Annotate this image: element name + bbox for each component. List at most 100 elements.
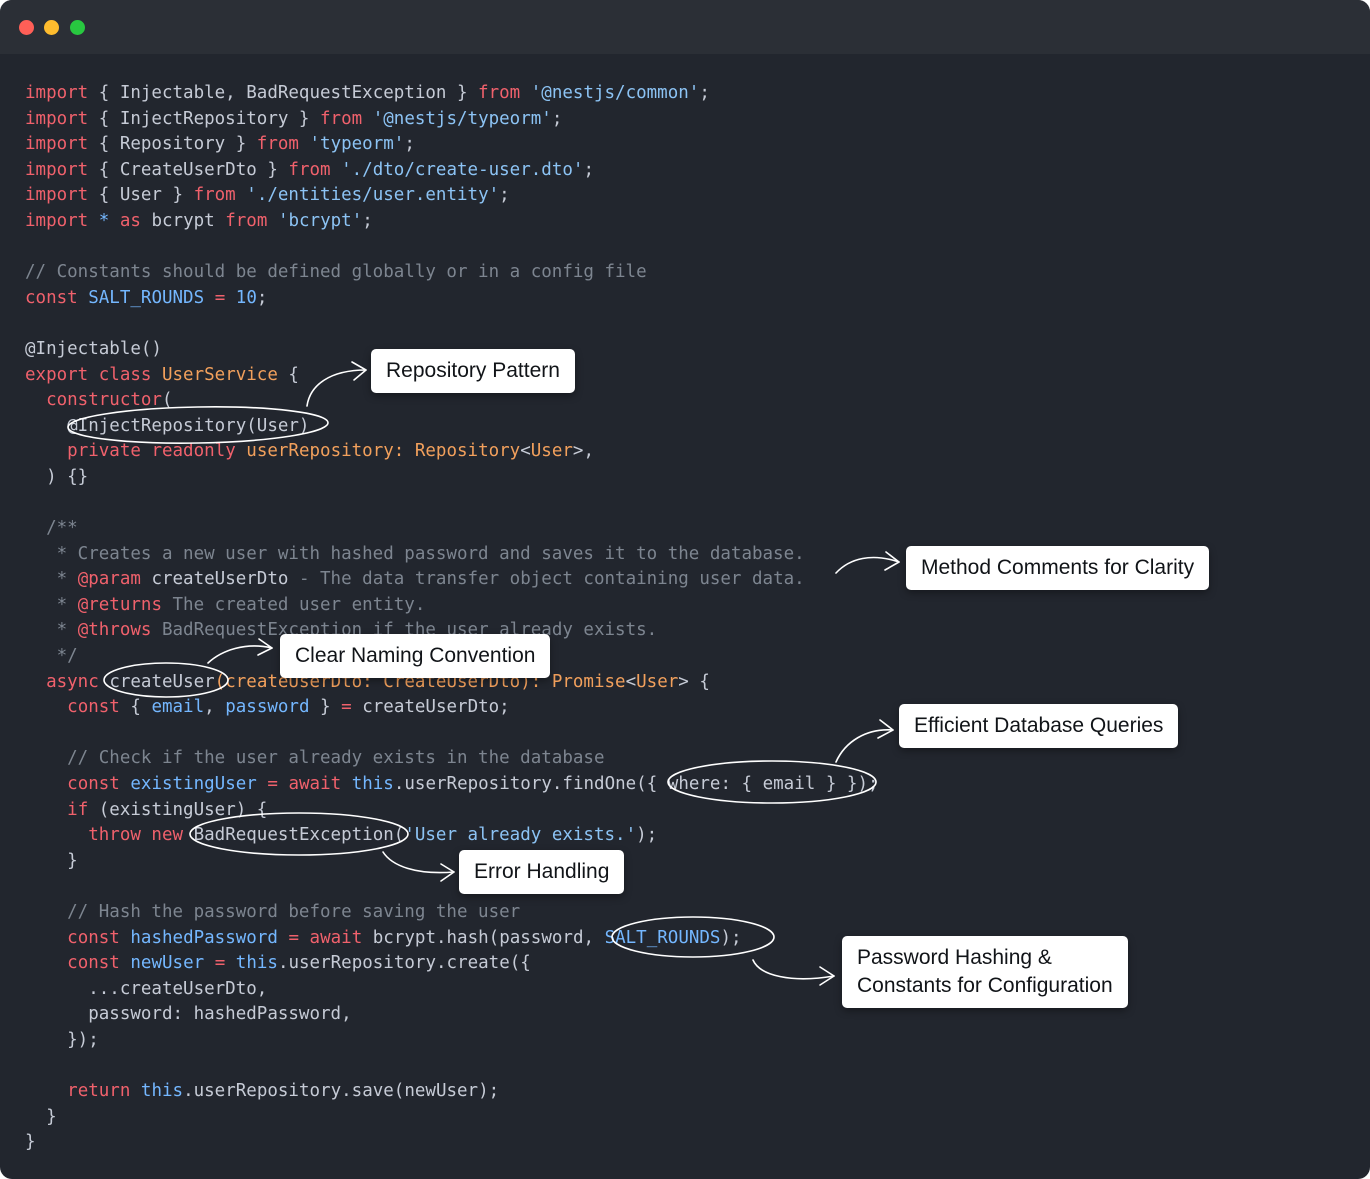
code-token: password: hashedPassword, bbox=[25, 1004, 352, 1025]
code-token: constructor bbox=[46, 390, 162, 411]
callout-error-handling: Error Handling bbox=[459, 850, 625, 894]
arrow-efficient-queries bbox=[835, 729, 894, 763]
code-token: @throws bbox=[77, 620, 152, 641]
code-line: import { InjectRepository } from '@nestj… bbox=[25, 107, 879, 133]
code-token: import bbox=[25, 185, 89, 206]
arrow-repository-pattern bbox=[306, 369, 367, 407]
code-token: // Check if the user already exists in t… bbox=[25, 748, 605, 769]
code-token: from bbox=[193, 185, 236, 206]
code-token: ) {} bbox=[25, 466, 89, 487]
code-token: 'typeorm' bbox=[309, 134, 405, 155]
code-token: * Creates a new user with hashed passwor… bbox=[25, 543, 805, 564]
code-token: await bbox=[309, 927, 363, 948]
arrow-method-comments bbox=[835, 556, 900, 574]
code-line: return this.userRepository.save(newUser)… bbox=[25, 1079, 879, 1105]
code-token: User bbox=[636, 671, 679, 692]
code-token: = bbox=[288, 927, 299, 948]
code-token: from bbox=[320, 108, 363, 129]
highlight-bad-request-exception bbox=[189, 812, 409, 856]
code-line: }); bbox=[25, 1028, 879, 1054]
code-line: @InjectRepository(User) bbox=[25, 414, 879, 440]
code-token: * bbox=[25, 594, 78, 615]
code-token: .userRepository.create({ bbox=[277, 953, 531, 974]
code-line: // Check if the user already exists in t… bbox=[25, 746, 879, 772]
code-line: export class UserService { bbox=[25, 363, 879, 389]
code-line: constructor( bbox=[25, 388, 879, 414]
arrow-error-handling bbox=[382, 851, 455, 874]
code-token: from bbox=[288, 159, 331, 180]
code-token: email bbox=[151, 697, 205, 718]
code-line: import { Injectable, BadRequestException… bbox=[25, 81, 879, 107]
callout-repository-pattern: Repository Pattern bbox=[371, 349, 575, 393]
code-token: - The data transfer object containing us… bbox=[298, 569, 805, 590]
code-token: { InjectRepository } bbox=[88, 108, 321, 129]
callout-efficient-queries: Efficient Database Queries bbox=[899, 704, 1179, 748]
code-token: from bbox=[478, 83, 521, 103]
code-token: import bbox=[25, 134, 89, 155]
code-token: SALT_ROUNDS bbox=[604, 927, 721, 948]
code-token: createUserDto bbox=[140, 569, 299, 590]
code-line: private readonly userRepository: Reposit… bbox=[25, 439, 879, 465]
code-block: import { Injectable, BadRequestException… bbox=[25, 81, 879, 1156]
code-line: const SALT_ROUNDS = 10; bbox=[25, 286, 879, 312]
code-line: */ bbox=[25, 644, 879, 670]
code-token: ; bbox=[404, 134, 415, 155]
code-line: * @returns The created user entity. bbox=[25, 593, 879, 619]
code-token: return bbox=[67, 1081, 131, 1102]
code-token: ; bbox=[362, 210, 373, 231]
code-token: The created user entity. bbox=[161, 594, 426, 615]
code-token: ); bbox=[636, 825, 658, 846]
code-token: '@nestjs/typeorm' bbox=[372, 108, 552, 129]
code-token: } bbox=[309, 697, 342, 718]
code-token: .userRepository.save(newUser); bbox=[183, 1081, 500, 1102]
title-bar bbox=[0, 0, 1370, 54]
callout-naming-convention: Clear Naming Convention bbox=[280, 634, 551, 678]
code-token: const bbox=[67, 927, 120, 948]
code-token: hashedPassword bbox=[130, 927, 278, 948]
code-token: ...createUserDto, bbox=[25, 978, 268, 999]
zoom-window-button[interactable] bbox=[70, 20, 85, 35]
highlight-inject-repository bbox=[67, 406, 329, 444]
code-token: 'bcrypt' bbox=[277, 210, 363, 231]
code-line: const existingUser = await this.userRepo… bbox=[25, 772, 878, 798]
code-token: UserService bbox=[161, 364, 278, 385]
code-line: * Creates a new user with hashed passwor… bbox=[25, 542, 879, 568]
code-token: createUser bbox=[109, 671, 215, 692]
code-token: @InjectRepository(User) bbox=[25, 415, 310, 436]
minimize-window-button[interactable] bbox=[44, 20, 59, 35]
code-token: < bbox=[520, 441, 531, 462]
code-token: ; bbox=[583, 159, 594, 180]
code-token: } bbox=[25, 1132, 36, 1153]
code-line: } bbox=[25, 849, 879, 875]
arrow-naming-convention bbox=[207, 645, 273, 664]
code-token: password bbox=[225, 697, 310, 718]
code-token: User bbox=[530, 441, 573, 462]
code-token: { Injectable, BadRequestException } bbox=[88, 83, 479, 103]
code-token: @param bbox=[77, 569, 141, 590]
close-window-button[interactable] bbox=[19, 20, 34, 35]
code-token: * bbox=[98, 210, 110, 231]
code-token: * bbox=[25, 569, 78, 590]
code-line: const { email, password } = createUserDt… bbox=[25, 695, 879, 721]
code-token: { bbox=[119, 697, 152, 718]
highlight-salt-rounds bbox=[611, 916, 775, 958]
code-token: = bbox=[341, 697, 352, 718]
code-token: const bbox=[25, 287, 78, 308]
highlight-create-user bbox=[103, 662, 229, 698]
code-line: * @param createUserDto - The data transf… bbox=[25, 567, 879, 593]
code-token: this bbox=[235, 953, 278, 974]
code-token: from bbox=[225, 210, 268, 231]
code-token: * bbox=[25, 620, 78, 641]
code-token: @returns bbox=[77, 594, 162, 615]
code-token: ; bbox=[551, 108, 563, 129]
code-token: @Injectable() bbox=[25, 338, 162, 359]
code-token: createUserDto; bbox=[351, 697, 510, 718]
code-token: this bbox=[351, 774, 394, 795]
code-token: // Constants should be defined globally … bbox=[25, 262, 647, 283]
code-line: /** bbox=[25, 516, 879, 542]
code-token: */ bbox=[25, 646, 78, 667]
code-token: ( bbox=[161, 390, 173, 411]
code-token: './dto/create-user.dto' bbox=[341, 159, 584, 180]
callout-password-hashing: Password Hashing & Constants for Configu… bbox=[842, 936, 1128, 1008]
